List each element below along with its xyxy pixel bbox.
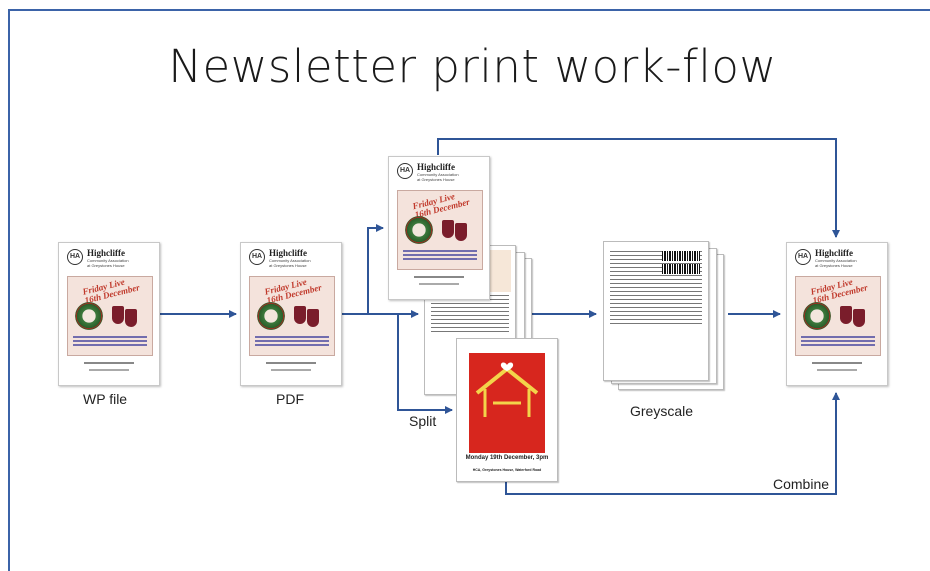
slide-frame xyxy=(8,9,930,571)
logo-icon: HA xyxy=(249,248,265,265)
brand-name: Highcliffe xyxy=(87,247,125,258)
logo-icon: HA xyxy=(397,162,413,179)
arrow-to-cover xyxy=(367,224,384,314)
logo-icon: HA xyxy=(67,248,83,265)
brand-name: Highcliffe xyxy=(417,161,455,172)
house-heart-image xyxy=(469,353,545,453)
logo-icon: HA xyxy=(795,248,811,265)
label-greyscale: Greyscale xyxy=(630,403,694,419)
label-wp-file: WP file xyxy=(83,391,128,407)
workflow-connectors xyxy=(158,138,840,495)
page-title: Newsletter print work-flow xyxy=(168,40,777,93)
brand-name: Highcliffe xyxy=(815,247,853,258)
brand-name: Highcliffe xyxy=(269,247,307,258)
barcode-icon xyxy=(661,264,700,274)
arrow-cover-to-final xyxy=(437,138,840,238)
house-icon xyxy=(475,362,539,418)
event-date: Monday 19th December, 3pm xyxy=(465,455,549,462)
label-combine: Combine xyxy=(773,476,830,492)
barcode-icon xyxy=(661,251,700,261)
label-split: Split xyxy=(409,413,437,429)
event-venue: HCA, Greystones House, Waterford Road xyxy=(472,468,542,473)
arrow-event-to-final xyxy=(505,392,840,495)
slide: Newsletter print work-flow HA Highcliffe… xyxy=(8,9,930,571)
poster-image: Friday Live 16th December xyxy=(397,189,483,270)
greyscale-page-front xyxy=(603,241,709,381)
label-pdf: PDF xyxy=(276,391,304,407)
arrow-to-event-page xyxy=(397,314,453,414)
event-page: Monday 19th December, 3pm HCA, Greystone… xyxy=(456,338,558,482)
